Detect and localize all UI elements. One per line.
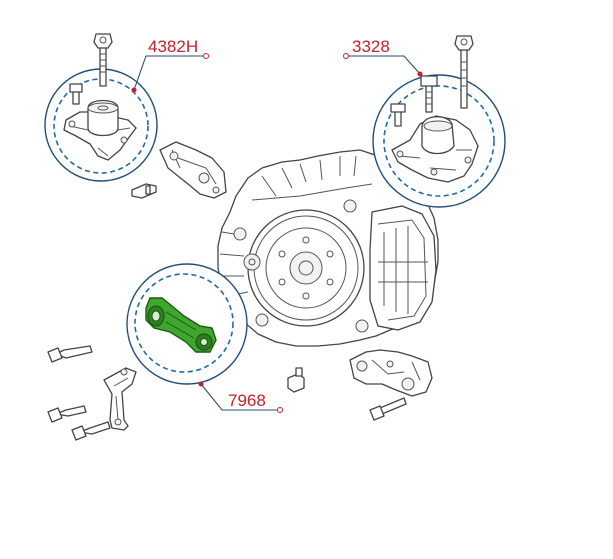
bolt-lower-left-1 [47,345,93,363]
stud-nut-3328 [454,35,474,109]
leader-line-7968 [200,383,280,411]
leader-dot-7968 [198,381,204,387]
bolt-lower-right [369,397,407,421]
bolt-3328 [420,75,438,113]
bolt-icon [390,103,406,127]
callout-label-3328: 3328 [352,37,390,56]
callout-7968[interactable]: 7968 [198,381,283,413]
callout-4382H[interactable]: 4382H [131,37,209,93]
leader-line-3328 [346,55,421,75]
callout-label-4382H: 4382H [148,37,198,56]
callout-label-7968: 7968 [228,391,266,410]
nut-lower-middle [287,367,305,393]
leader-dot-3328 [417,71,423,77]
bolt-upper-middle [131,183,157,199]
leader-dot-4382H [131,87,137,93]
dashed-outline-7968 [134,273,234,373]
torque-rod-mount-icon[interactable] [145,297,217,353]
engine-mount-left-group [372,74,506,208]
leader-end-4382H [203,53,209,59]
engine-mount-right-group [44,68,158,182]
leader-end-7968 [277,407,283,413]
leader-end-3328 [343,53,349,59]
engine-mount-left-icon[interactable] [391,115,479,183]
torque-rod-mount-group [126,263,248,385]
mount-bracket-upper [159,141,227,199]
stud-nut-4382H [93,33,113,87]
bracket-lower [103,367,137,431]
transmission-assembly [217,149,439,347]
bolt-lower-left-2 [47,405,87,423]
bolt-icon [69,83,83,105]
engine-mount-right-icon[interactable] [63,99,137,161]
dashed-outline-3328 [383,85,495,197]
bolt-lower-left-3 [71,421,111,441]
callout-3328[interactable]: 3328 [343,37,423,77]
mount-bracket-lower-right [349,349,433,397]
leader-line-4382H [133,55,206,91]
